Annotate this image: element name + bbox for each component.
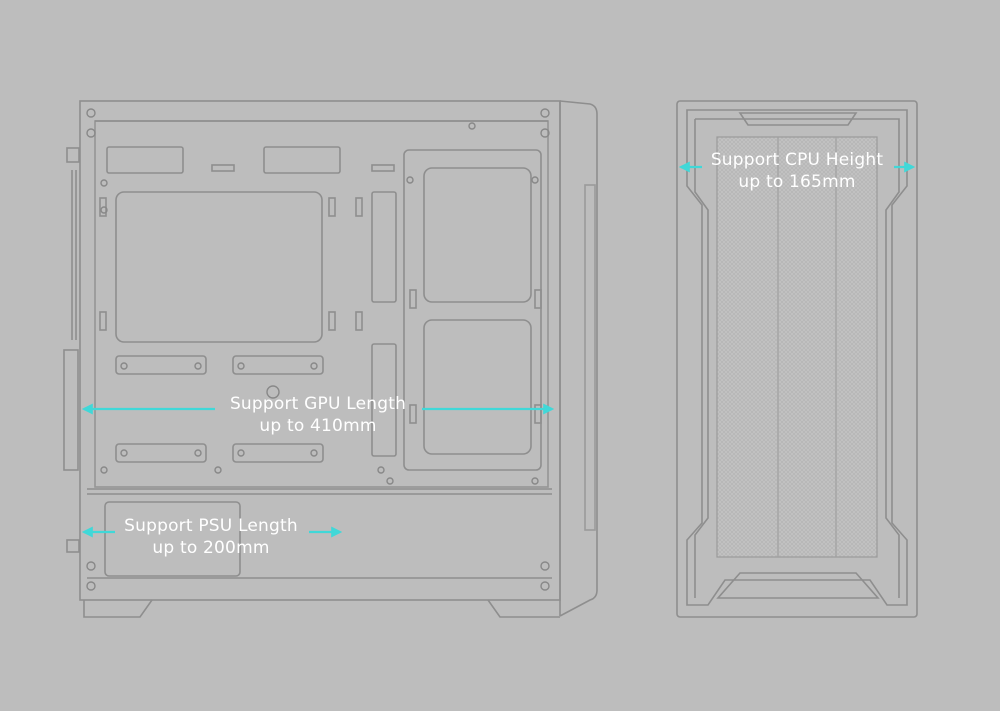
- cpu-height-title: Support CPU Height: [710, 150, 884, 170]
- cable-cutout: [115, 191, 323, 343]
- cpu-height-value: up to 165mm: [738, 172, 856, 192]
- front-inner-frame: [686, 109, 908, 606]
- drive-cage: [403, 149, 542, 471]
- rear-io: [66, 147, 80, 163]
- gpu-length-value: up to 410mm: [259, 416, 377, 436]
- gpu-length-label: Support GPU Length up to 410mm: [218, 393, 418, 437]
- psu-cutout: [104, 501, 241, 577]
- foot-left: [83, 599, 153, 618]
- bottom-cutout: [716, 572, 880, 599]
- front-mesh: [716, 136, 878, 558]
- psu-length-value: up to 200mm: [152, 538, 270, 558]
- front-bezel-slot: [584, 184, 596, 531]
- cpu-height-label: Support CPU Height up to 165mm: [700, 149, 894, 193]
- psu-length-title: Support PSU Length: [124, 516, 298, 536]
- case-front-view: [676, 100, 918, 618]
- screws: [86, 108, 550, 591]
- front-bezel: [559, 100, 598, 617]
- front-outline: [676, 100, 918, 618]
- top-cutout: [738, 112, 858, 126]
- gpu-length-title: Support GPU Length: [229, 394, 407, 414]
- psu-length-label: Support PSU Length up to 200mm: [113, 515, 309, 559]
- foot-right: [487, 599, 560, 618]
- case-side-view: [63, 100, 598, 618]
